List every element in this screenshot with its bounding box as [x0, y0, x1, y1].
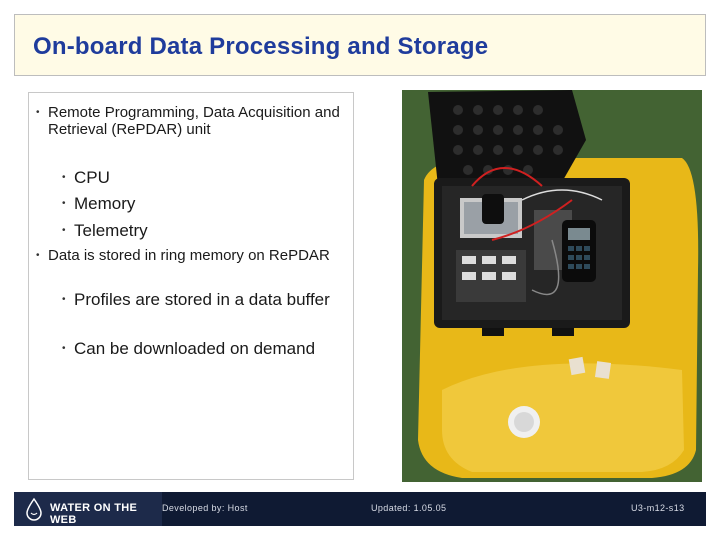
bullet-text: Data is stored in ring memory on RePDAR: [48, 247, 330, 264]
footer-bar: WATER ON THE WEB Developed by: Host Upda…: [14, 492, 706, 526]
bullet-text: Can be downloaded on demand: [74, 339, 316, 358]
bullet-text: Memory: [74, 194, 136, 213]
bullet-icon: •: [36, 107, 40, 118]
bullet-icon: •: [62, 294, 66, 305]
slide-id: U3-m12-s13: [631, 503, 685, 513]
bullet-text: CPU: [74, 168, 110, 187]
memory-module: [482, 194, 504, 224]
bullet-icon: •: [62, 225, 66, 236]
bullet-item: • Data is stored in ring memory on RePDA…: [36, 247, 344, 264]
bullet-text: Remote Programming, Data Acquisition and…: [48, 104, 340, 138]
bullet-item: • Can be downloaded on demand: [62, 338, 344, 360]
bullet-icon: •: [62, 343, 66, 354]
bullet-icon: •: [36, 250, 40, 261]
bullet-item: • Remote Programming, Data Acquisition a…: [36, 104, 344, 138]
logo: WATER ON THE WEB: [14, 492, 162, 526]
bullet-icon: •: [62, 198, 66, 209]
bullet-text: Profiles are stored in a data buffer: [74, 290, 330, 309]
content-box: [28, 92, 354, 480]
developed-by: Developed by: Host: [162, 503, 248, 513]
case-lid: [428, 90, 586, 186]
bullet-item: • Telemetry: [62, 220, 344, 242]
repdar-unit-photo: [402, 90, 702, 482]
bullet-icon: •: [62, 172, 66, 183]
updated-date: Updated: 1.05.05: [371, 503, 447, 513]
bullet-text: Telemetry: [74, 221, 148, 240]
bullet-item: • Profiles are stored in a data buffer: [62, 289, 344, 311]
slide-title: On-board Data Processing and Storage: [33, 33, 489, 60]
logo-text: WATER ON THE WEB: [50, 502, 138, 526]
water-drop-logo-icon: [26, 497, 42, 521]
bullet-item: • CPU: [62, 167, 344, 189]
bullet-item: • Memory: [62, 193, 344, 215]
title-box: On-board Data Processing and Storage: [14, 14, 706, 76]
